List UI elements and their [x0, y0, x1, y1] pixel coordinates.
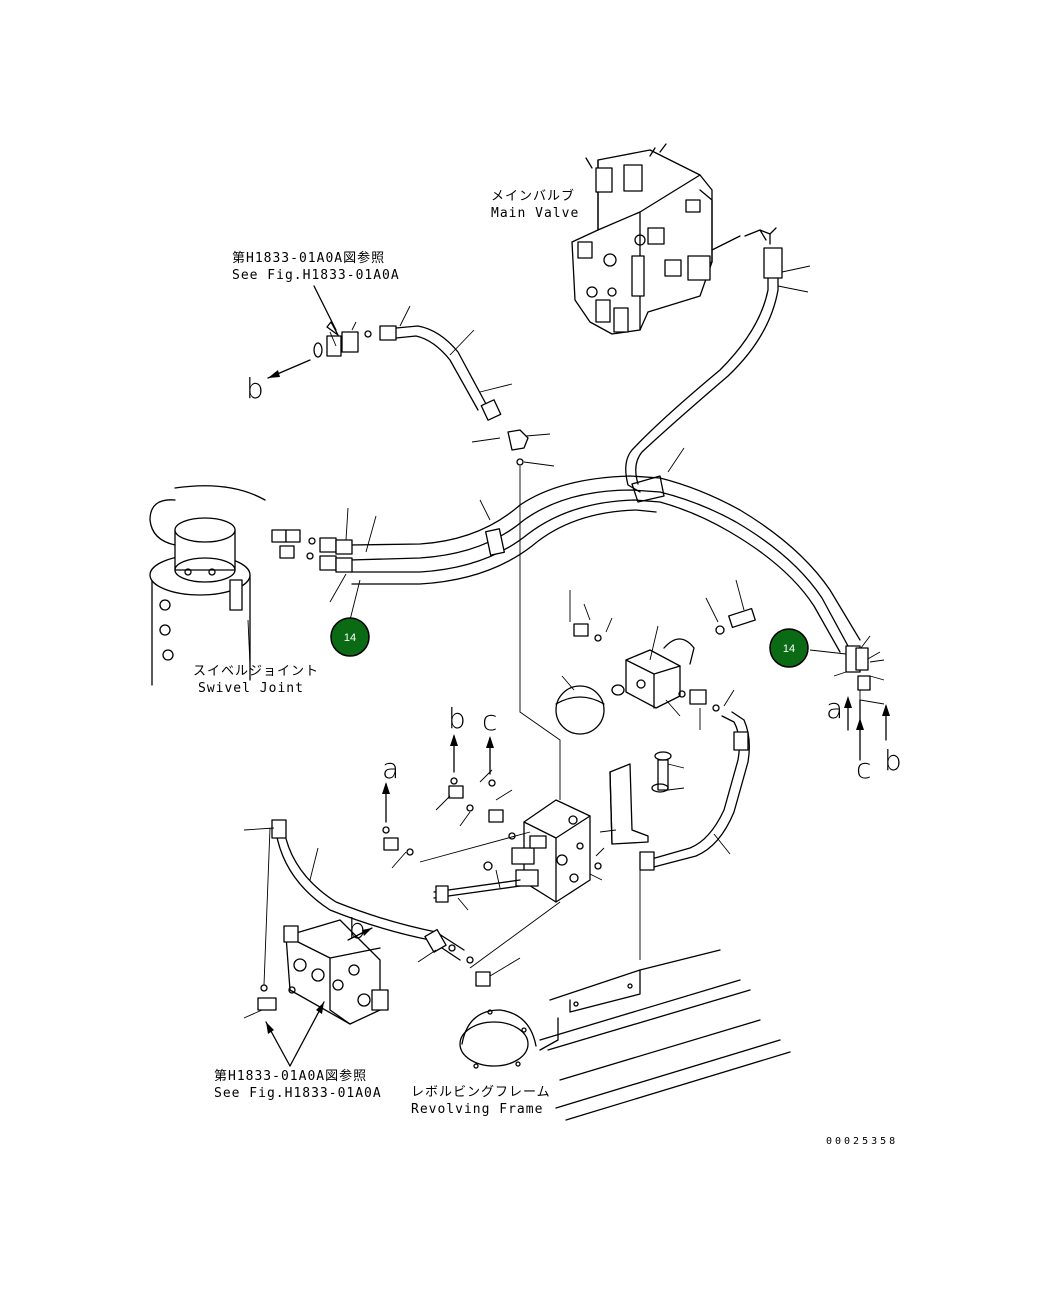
mark-b-top: b [246, 372, 264, 405]
hose-top [313, 305, 555, 467]
manifold-arrows [382, 734, 494, 823]
callout-badge[interactable] [769, 628, 809, 668]
ref-bottom-leaders [265, 1001, 325, 1067]
hose-main-valve [625, 247, 811, 493]
valve-block-upper [569, 579, 756, 730]
main-valve-label-jp: メインバルブ [491, 188, 575, 204]
callout-badge[interactable] [330, 617, 370, 657]
bracket [599, 751, 685, 845]
arrow-b-top-head [268, 370, 280, 378]
frame-label-en: Revolving Frame [411, 1102, 543, 1117]
accumulator [555, 675, 625, 735]
callout-14-left[interactable]: 14 [330, 617, 370, 657]
swivel-joint [149, 485, 301, 686]
lower-left-valve [243, 827, 389, 1025]
mark-b-manifold: b [448, 702, 466, 735]
hose-bundle [349, 447, 881, 661]
mark-a-right: a [826, 692, 843, 725]
hose-left-fittings [306, 507, 377, 621]
hose-lower-right [639, 711, 750, 871]
swivel-label-en: Swivel Joint [198, 681, 304, 696]
main-valve [571, 143, 777, 335]
ref-bottom-label-en: See Fig.H1833-01A0A [214, 1086, 382, 1101]
mark-c-manifold: c [482, 704, 497, 737]
mark-b-lower: b [348, 912, 366, 945]
ref-bottom-label-jp: 第H1833-01A0A図参照 [214, 1068, 367, 1084]
right-fittings [809, 645, 890, 761]
drawing-code: 00025358 [826, 1136, 898, 1147]
hose-lower-left [243, 819, 561, 987]
callout-14-right[interactable]: 14 [769, 628, 809, 668]
ref-top-label-en: See Fig.H1833-01A0A [232, 268, 400, 283]
leader-line-center [519, 466, 561, 800]
frame-label-jp: レボルビングフレーム [411, 1085, 551, 1100]
mark-c-right: c [856, 752, 871, 785]
mark-b-right: b [884, 744, 902, 777]
swivel-label-jp: スイベルジョイント [193, 664, 319, 679]
manifold-block [433, 799, 605, 911]
ref-top-leader [313, 285, 337, 331]
ref-top-arrow [326, 321, 339, 336]
revolving-frame [459, 862, 791, 1121]
arrow-b-lower-head [362, 928, 372, 936]
block-fittings [382, 769, 531, 869]
main-valve-label-en: Main Valve [491, 206, 579, 221]
mark-a-manifold: a [382, 752, 399, 785]
ref-top-label-jp: 第H1833-01A0A図参照 [232, 250, 385, 266]
